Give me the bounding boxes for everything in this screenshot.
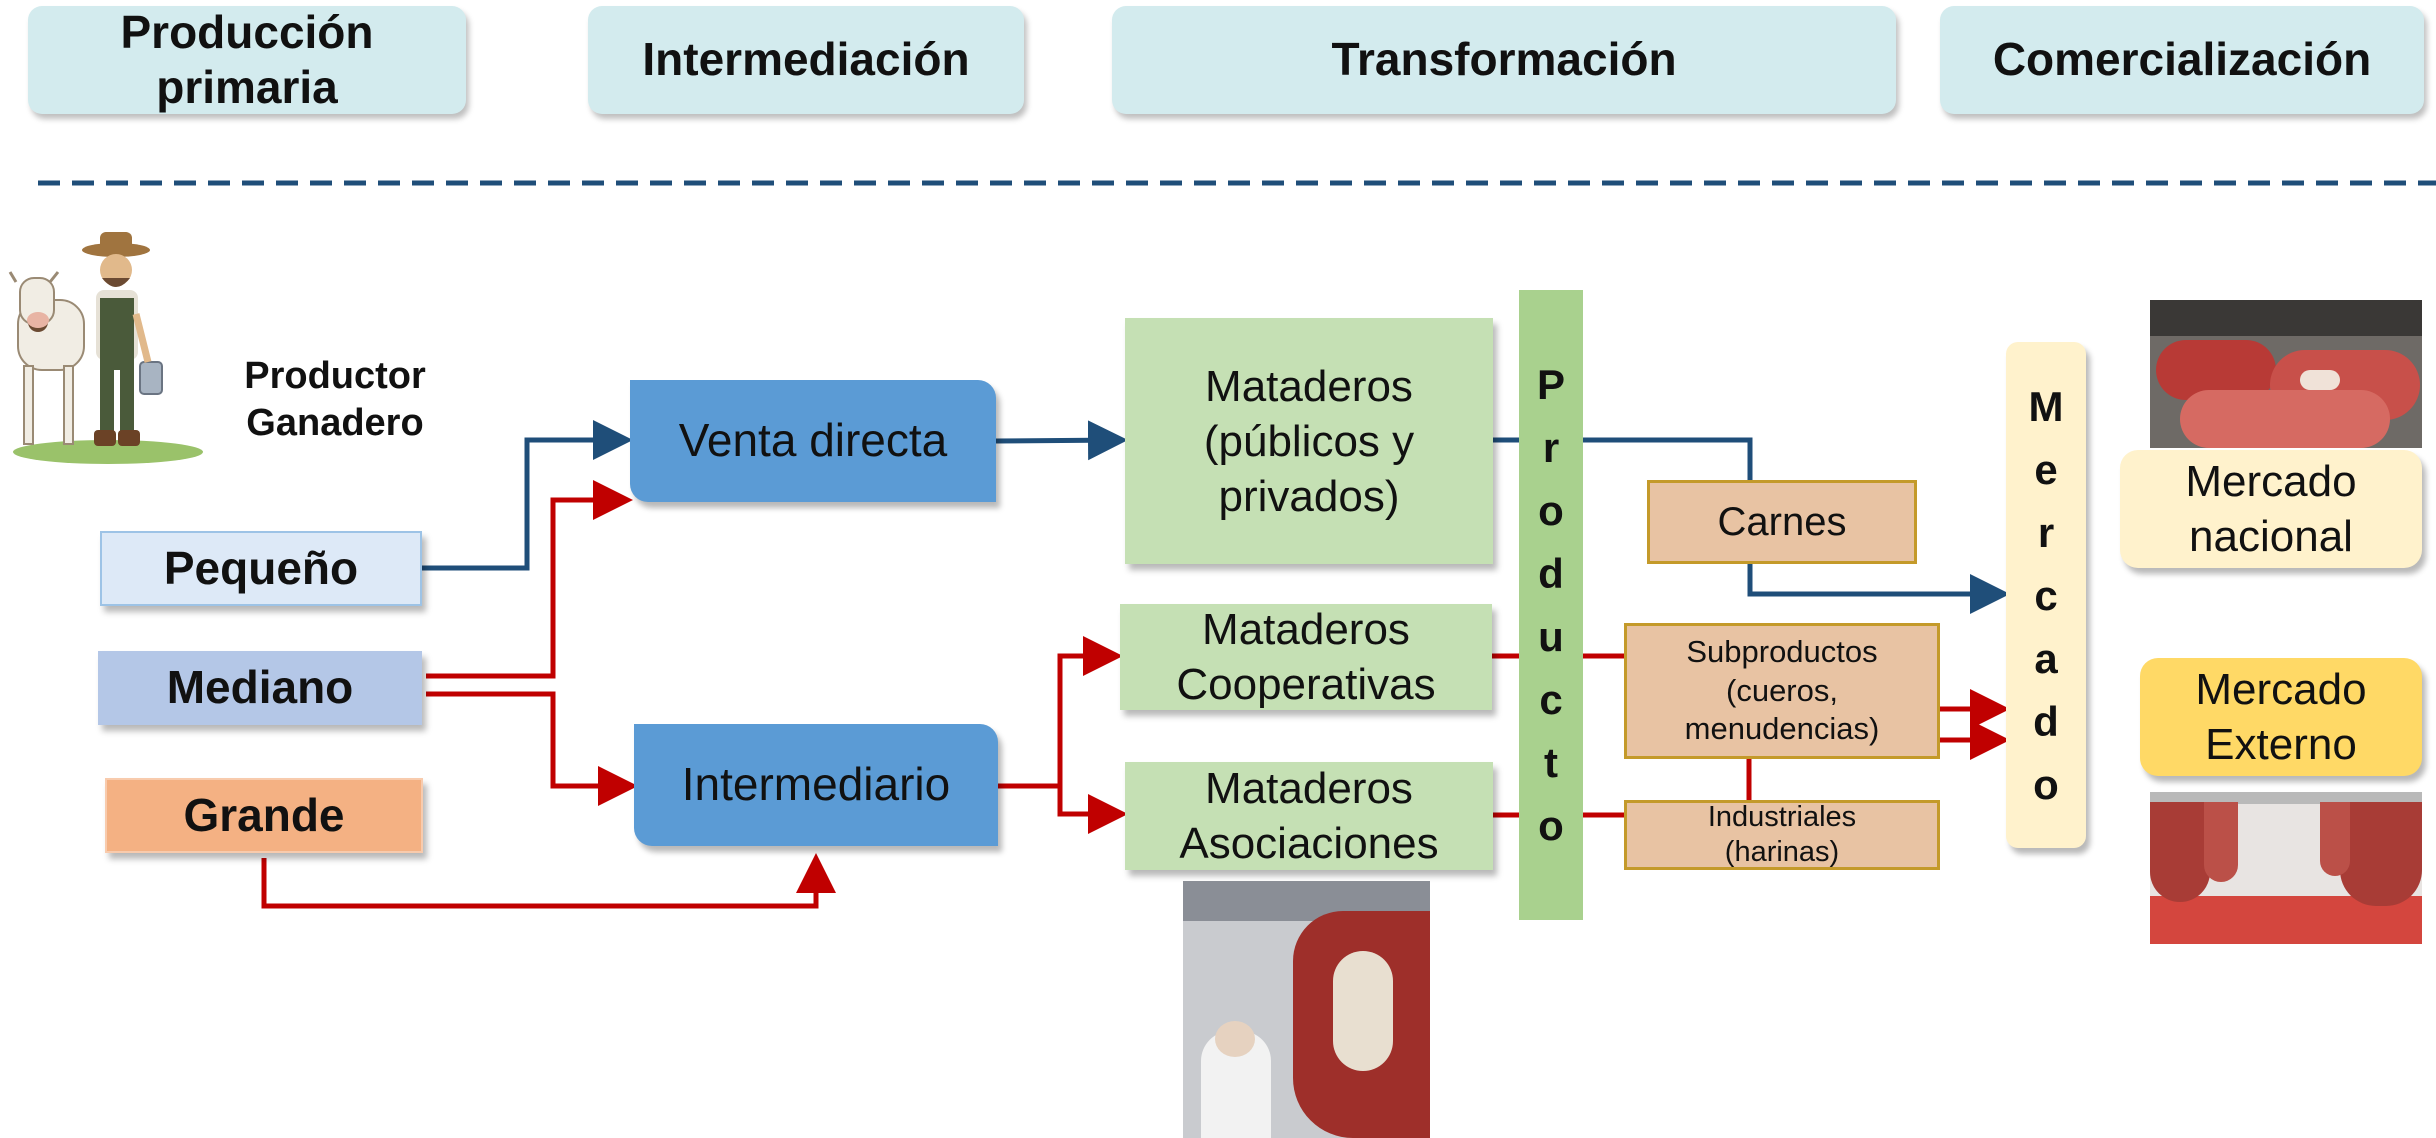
product-letter: d [1538, 550, 1564, 597]
direct-sale-box: Venta directa [630, 380, 996, 502]
arrow-intermediary-to-cooperatives [998, 636, 1123, 789]
market-letter: a [2034, 634, 2058, 682]
market-letter: M [2028, 382, 2064, 430]
market-letter: d [2033, 697, 2059, 745]
slaughterhouse-associations-box: Mataderos Asociaciones [1125, 762, 1493, 870]
arrow-intermediary-to-associations [1057, 786, 1128, 834]
product-letter: o [1538, 487, 1564, 534]
market-bar: M e r c a d o [2006, 342, 2086, 848]
market-letter: c [2034, 571, 2058, 619]
arrow-medium-to-intermediary [426, 691, 638, 806]
arrow-small-to-direct-sale [422, 420, 633, 571]
industrial-products-box: Industriales (harinas) [1624, 800, 1940, 870]
market-letter: o [2033, 760, 2059, 808]
medium-producer-box: Mediano [98, 651, 422, 725]
product-letter: u [1538, 613, 1564, 660]
cold-storage-photo [2150, 792, 2422, 944]
slaughterhouse-public-private-box: Mataderos (públicos y privados) [1125, 318, 1493, 564]
slaughter-line-photo [1183, 881, 1430, 1138]
producer-label: Productor Ganadero [244, 354, 426, 445]
product-letter: o [1538, 802, 1564, 849]
meats-box: Carnes [1647, 480, 1917, 564]
stage-header-commercialization: Comercialización [1940, 6, 2424, 114]
arrow-medium-to-direct-sale [426, 480, 633, 679]
product-letter: c [1539, 676, 1563, 723]
farmer-cow-icon [8, 232, 203, 464]
stage-header-transformation: Transformación [1112, 6, 1896, 114]
product-bar: P r o d u c t o [1519, 290, 1583, 920]
large-producer-box: Grande [105, 778, 423, 853]
external-market-box: Mercado Externo [2140, 658, 2422, 776]
market-letter: r [2037, 508, 2055, 556]
arrow-direct-sale-to-slaughter [995, 420, 1128, 461]
small-producer-box: Pequeño [100, 531, 422, 606]
slaughterhouse-cooperatives-box: Mataderos Cooperativas [1120, 604, 1492, 710]
national-market-box: Mercado nacional [2120, 450, 2422, 568]
arrow-large-to-intermediary [261, 853, 836, 909]
byproducts-box: Subproductos (cueros, menudencias) [1624, 623, 1940, 759]
stage-header-intermediation: Intermediación [588, 6, 1024, 114]
stage-header-production: Producción primaria [28, 6, 466, 114]
product-letter: P [1536, 361, 1565, 408]
market-letter: e [2034, 445, 2058, 493]
meat-display-photo [2150, 300, 2422, 448]
intermediary-box: Intermediario [634, 724, 998, 846]
product-letter: t [1544, 739, 1558, 786]
product-letter: r [1542, 424, 1560, 471]
